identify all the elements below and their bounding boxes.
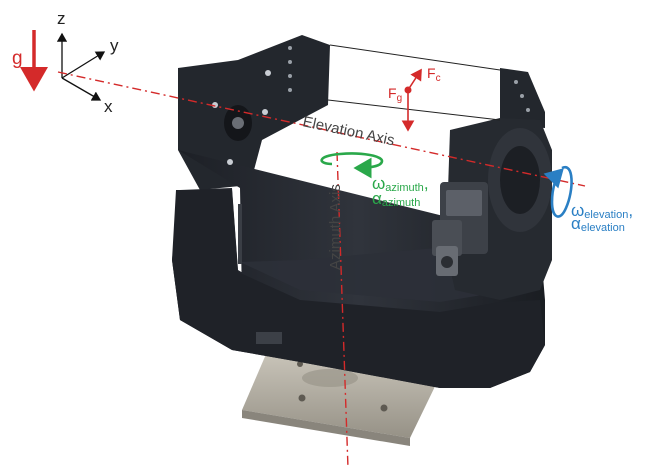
elevation-rotation: ωelevation, αelevation: [543, 165, 633, 234]
azimuth-rotation: ωazimuth, αazimuth: [320, 152, 429, 209]
gravity-indicator: g: [12, 30, 48, 92]
x-axis-label: x: [104, 97, 113, 116]
fc-arrow: [407, 68, 422, 91]
elevation-alpha-label: αelevation: [571, 214, 625, 234]
azimuth-alpha-label: αazimuth: [372, 189, 420, 209]
gimbal-frame: [172, 35, 552, 388]
azimuth-omega-label: ωazimuth,: [372, 174, 429, 194]
gravity-label: g: [12, 48, 23, 69]
elevation-omega-label: ωelevation,: [571, 201, 633, 221]
elevation-axis-line: [57, 71, 586, 187]
fc-label: Fc: [427, 65, 441, 84]
y-axis-label: y: [110, 36, 119, 55]
z-axis-label: z: [57, 9, 66, 28]
azimuth-axis-label: Azimuth Axis: [327, 184, 344, 270]
force-vectors: Fg Fc: [388, 65, 441, 132]
azimuth-rotation-arrow: [320, 152, 384, 179]
coordinate-axes: z y x: [56, 9, 119, 116]
elevation-rotation-arrow: [543, 165, 573, 218]
y-axis-line: [61, 51, 106, 79]
fg-label: Fg: [388, 85, 402, 104]
x-axis-line: [61, 77, 102, 101]
elevation-axis-label: Elevation Axis: [301, 113, 396, 149]
azimuth-axis-line: [336, 151, 349, 469]
